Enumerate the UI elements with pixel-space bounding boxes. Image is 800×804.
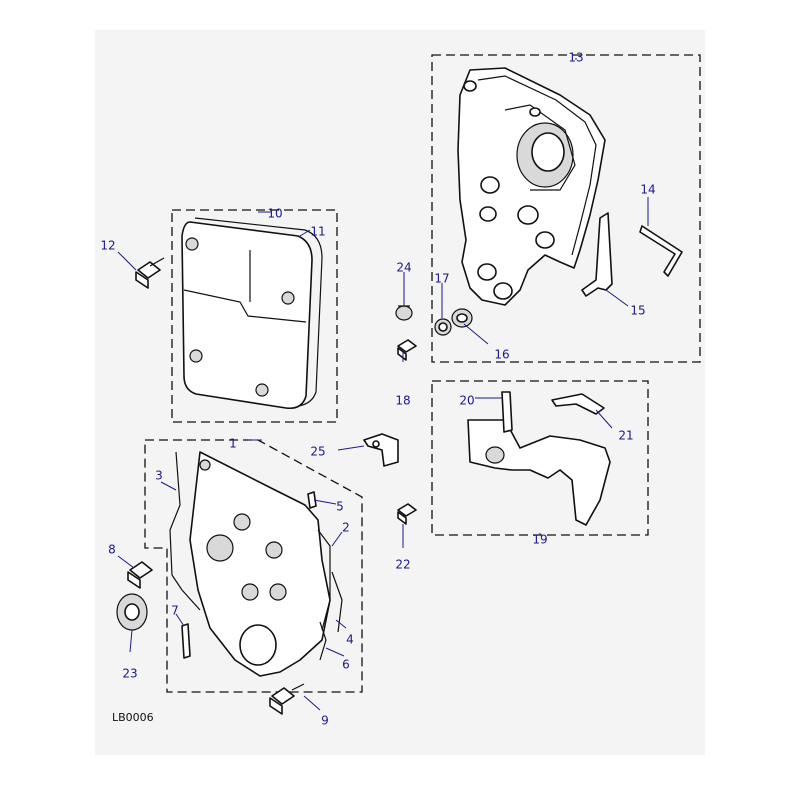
bolt-22-part [397,503,417,525]
callout-16: 16 [494,348,509,362]
group-box-1 [144,439,363,693]
callout-15: 15 [630,304,645,318]
callout-9: 9 [321,714,329,728]
callout-6: 6 [342,658,350,672]
callout-8: 8 [108,543,116,557]
dowel-rod-part [639,225,683,277]
plug-24-part [395,305,413,321]
timing-cover-part [189,451,331,677]
seal-strip-3-part [169,451,201,611]
callout-5: 5 [336,500,344,514]
callout-20: 20 [459,394,474,408]
bolt-12-part [135,257,165,289]
callout-labels: 1234567891011121314151617181920212223242… [100,51,655,728]
callout-17: 17 [434,272,449,286]
dowel-7-part [181,623,191,659]
callout-24: 24 [396,261,411,275]
group-box-13 [431,54,701,363]
side-seal-2-part [317,529,331,631]
small-seal-part [434,318,452,336]
callout-21: 21 [618,429,633,443]
callout-14: 14 [640,183,655,197]
callout-25: 25 [310,445,325,459]
side-seal-4-part [331,571,343,633]
side-seal-6-part [319,621,327,661]
callout-10: 10 [267,207,282,221]
callout-7: 7 [171,604,179,618]
callout-19: 19 [532,533,547,547]
callout-22: 22 [395,558,410,572]
pulley-23-part [116,593,148,631]
callout-12: 12 [100,239,115,253]
bracket-25-part [363,433,399,467]
callout-2: 2 [342,521,350,535]
group-box-19 [431,380,649,536]
leader-lines [117,58,649,711]
callout-18: 18 [395,394,410,408]
reference-code: LB0006 [112,711,154,724]
callout-1: 1 [229,437,237,451]
dowel-5-part [307,491,317,509]
front-cover-part [181,217,323,410]
bracket-strip-part [581,212,613,297]
bracket-assembly-part [467,391,611,526]
callout-11: 11 [310,225,325,239]
bolt-9-part [269,683,305,715]
callout-13: 13 [568,51,583,65]
bolt-8-part [127,561,153,589]
rear-housing-part [457,67,606,306]
seal-ring-part [451,308,473,328]
callout-4: 4 [346,633,354,647]
callout-3: 3 [155,469,163,483]
callout-23: 23 [122,667,137,681]
